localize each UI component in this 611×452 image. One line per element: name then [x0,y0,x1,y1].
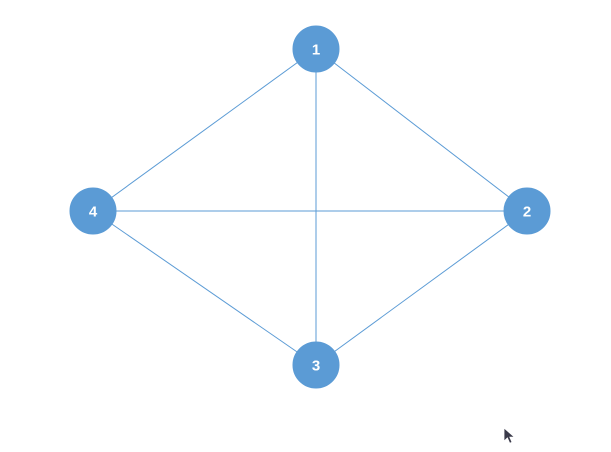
graph-node-3[interactable]: 3 [292,341,340,389]
edge-1-4[interactable] [92,48,317,212]
nodes-group: 1 2 3 4 [69,25,551,389]
edge-2-3[interactable] [315,210,528,366]
node-circle-3[interactable] [292,341,340,389]
node-circle-2[interactable] [503,187,551,235]
edge-1-2[interactable] [315,48,528,212]
edges-group [92,48,528,366]
edge-3-4[interactable] [92,210,317,366]
node-circle-1[interactable] [292,25,340,73]
graph-node-1[interactable]: 1 [292,25,340,73]
graph-node-2[interactable]: 2 [503,187,551,235]
node-circle-4[interactable] [69,187,117,235]
graph-node-4[interactable]: 4 [69,187,117,235]
diagram-canvas: 1 2 3 4 [69,25,551,444]
graph-svg: 1 2 3 4 [69,25,551,389]
